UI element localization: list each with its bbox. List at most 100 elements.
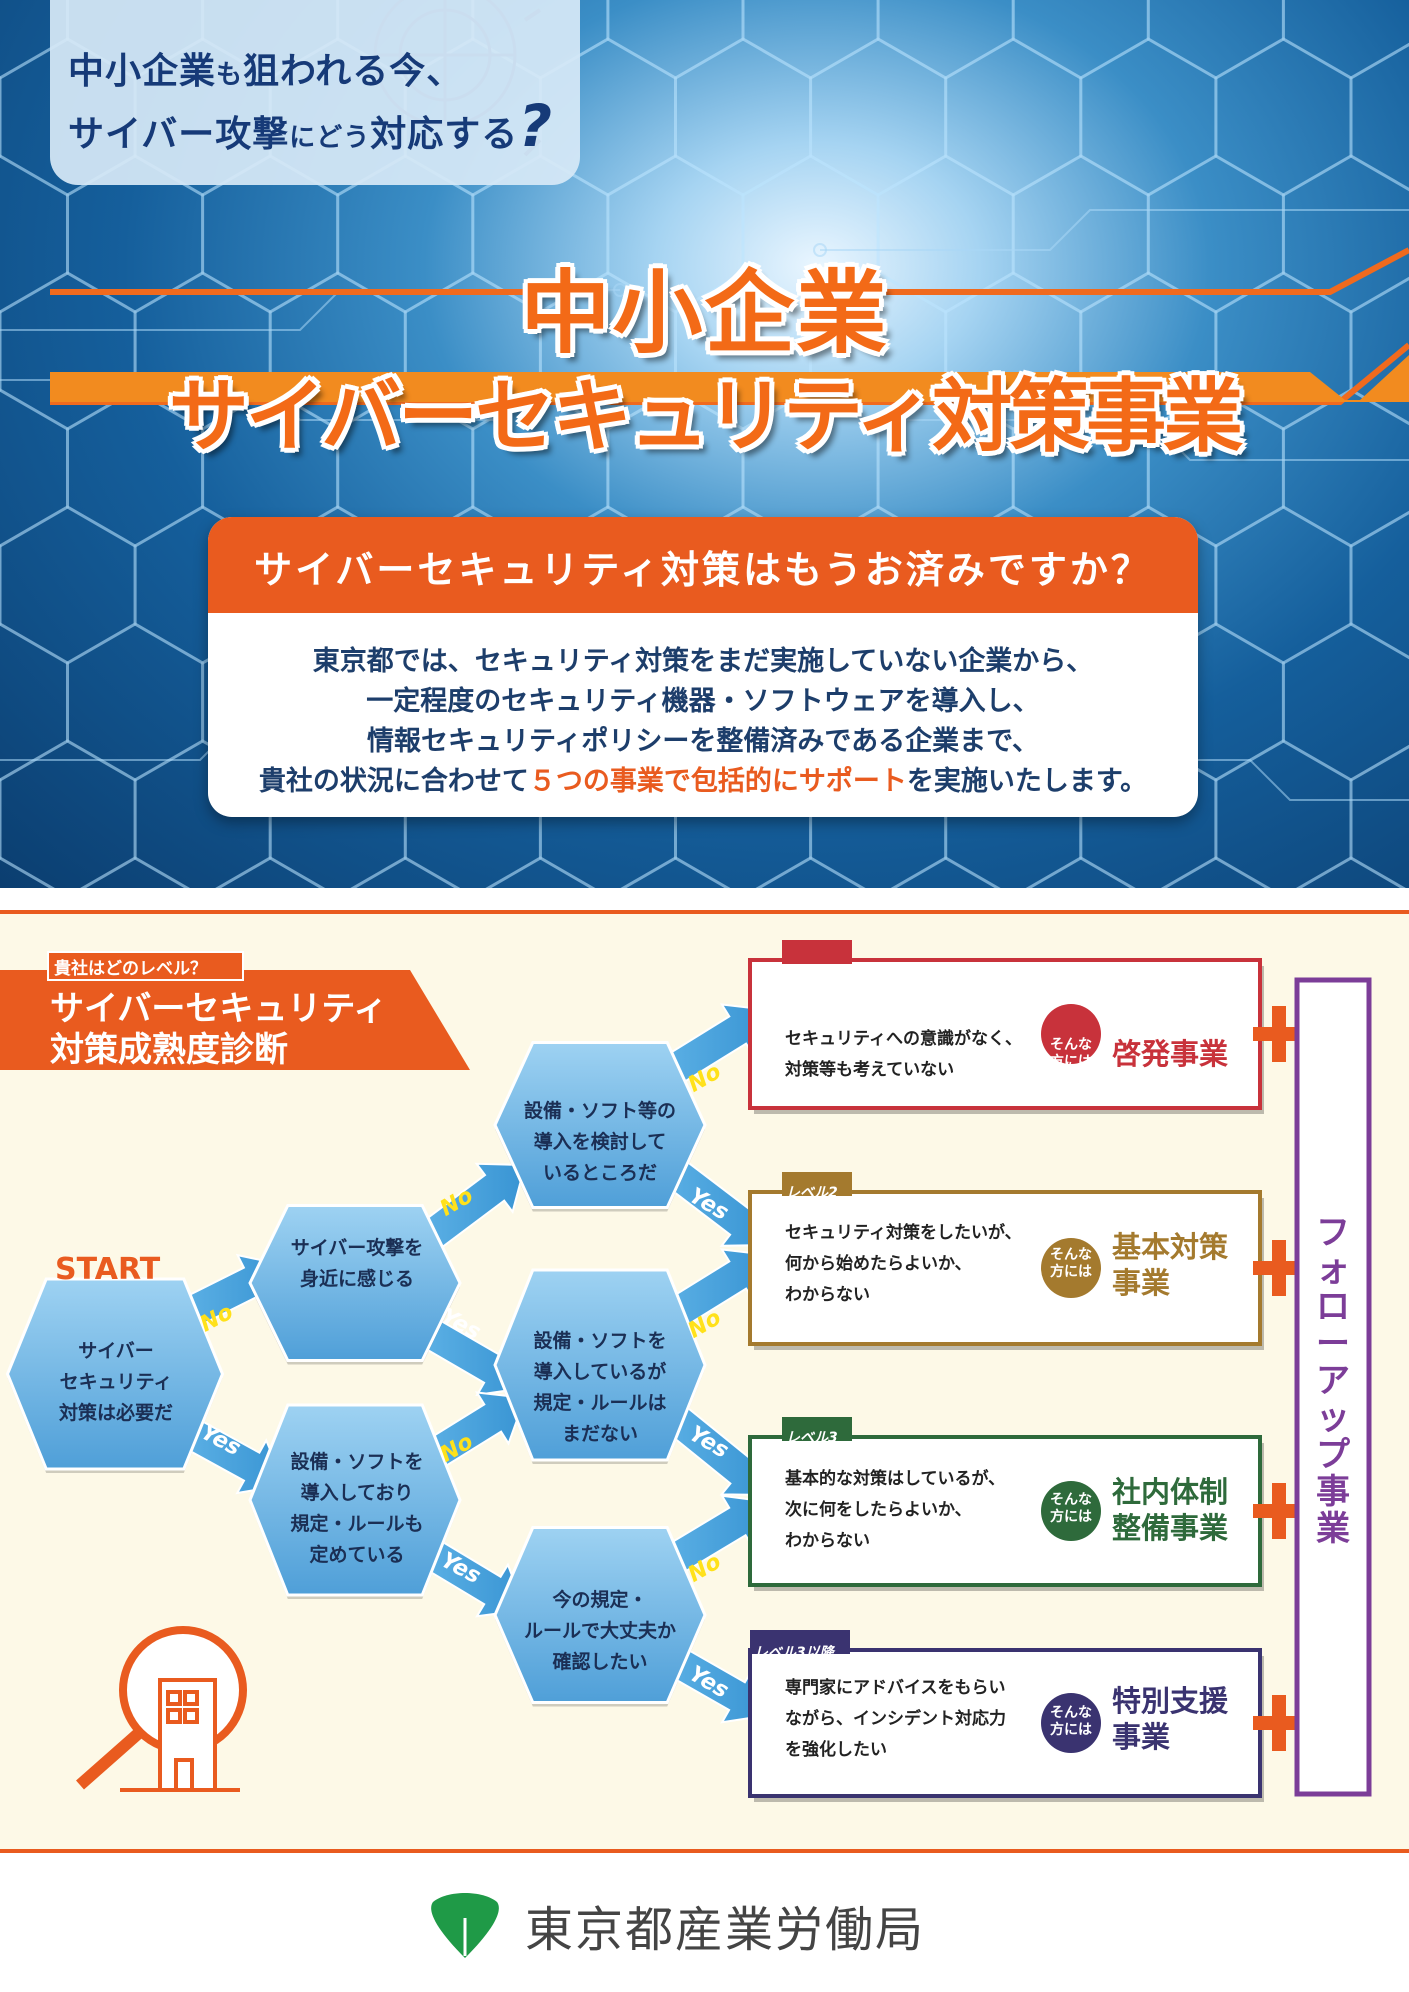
sonna-badge [1041, 1238, 1101, 1298]
level-box [748, 1648, 1262, 1798]
bg-hex [1214, 37, 1353, 197]
start-label: START [55, 1252, 161, 1287]
bg-hex [741, 154, 880, 314]
bg-hex [890, 856, 1001, 888]
intro-line: 貴社の状況に合わせて５つの事業で包括的にサポートを実施いたします。 [258, 766, 1148, 797]
level-box [748, 958, 1262, 1110]
bg-hex [0, 505, 137, 665]
intro-card-header [208, 517, 1198, 613]
diagnosis-title-line1: サイバーセキュリティ [50, 989, 388, 1029]
program-tokubetsu: 特別支援事業 [1112, 1684, 1229, 1754]
sonna-label: そんな方には [1050, 1492, 1092, 1525]
bg-hex [1214, 739, 1353, 888]
level4-desc: 専門家にアドバイスをもらいながら、インシデント対応力を強化したい [785, 1678, 1006, 1760]
sonna-badge [1041, 1004, 1101, 1064]
hex-question-e [493, 1526, 707, 1704]
level-tag-bg [782, 1172, 852, 1196]
diagnosis-title-ribbon [0, 970, 470, 1070]
intro-line: 東京都では、セキュリティ対策をまだ実施していない企業から、 [312, 646, 1094, 677]
question-b: 設備・ソフトを導入しており規定・ルールも定めている [290, 1451, 424, 1566]
bg-hex [1146, 0, 1285, 80]
level2-desc: セキュリティ対策をしたいが、何から始めたらよいか、わからない [785, 1223, 1022, 1305]
bg-hex [1281, 154, 1409, 314]
sonna-badge [1041, 1693, 1101, 1753]
footer-org: 東京都産業労働局 [525, 1902, 926, 1958]
bg-hex [1349, 744, 1409, 888]
level-box [748, 1190, 1262, 1346]
bg-hex [1349, 510, 1409, 660]
bg-hex [809, 37, 948, 197]
bg-hex [876, 154, 1015, 314]
plus-icon [1272, 1695, 1286, 1751]
hero-banner: 中小企業も狙われる今、 サイバー攻撃にどう対応する? 中小企業 サイバーセキュリ… [0, 0, 1409, 888]
bg-hex [1025, 856, 1136, 888]
question-a: サイバー攻撃を身近に感じる [290, 1237, 424, 1290]
question-start: サイバーセキュリティ対策は必要だ [58, 1340, 173, 1424]
hex-start [5, 1277, 225, 1471]
bg-hex [620, 856, 731, 888]
bg-hex [485, 856, 596, 888]
sonna-label: そんな方には [1050, 1705, 1092, 1738]
level-tag-bg [782, 940, 852, 964]
tagline-line2: サイバー攻撃にどう対応する? [68, 92, 553, 160]
intro-line: 情報セキュリティポリシーを整備済みである企業まで、 [366, 726, 1040, 757]
bg-hex [1146, 154, 1285, 314]
question-c: 設備・ソフト等の導入を検討しているところだ [523, 1100, 676, 1184]
tagline-line1: 中小企業も狙われる今、 [68, 51, 464, 92]
sonna-label: そんな方には [1050, 1037, 1092, 1070]
title-line1: 中小企業 [520, 261, 889, 366]
bg-hex [606, 154, 745, 314]
bg-hex [0, 154, 69, 314]
title-line2: サイバーセキュリティ対策事業 [168, 370, 1244, 463]
intro-card: サイバーセキュリティ対策はもうお済みですか？ 東京都では、セキュリティ対策をまだ… [208, 517, 1198, 817]
bg-hex [80, 856, 191, 888]
bg-hex [755, 856, 866, 888]
program-kihon: 基本対策事業 [1112, 1230, 1229, 1300]
bg-hex [1295, 856, 1406, 888]
sonna-badge [1041, 1481, 1101, 1541]
bg-hex [1011, 154, 1150, 314]
tagline-box [50, 0, 580, 185]
bg-hex [133, 739, 272, 888]
intro-line: 一定程度のセキュリティ機器・ソフトウェアを導入し、 [366, 686, 1040, 717]
level-tag-bg [750, 1630, 850, 1654]
bg-hex [1281, 0, 1409, 80]
plus-icon [1272, 1006, 1286, 1062]
bg-hex [66, 622, 205, 782]
level-tag-bg [782, 1417, 852, 1441]
bg-hex [215, 856, 326, 888]
magnifier-building-icon [76, 1626, 247, 1792]
bg-hex [1079, 37, 1218, 197]
hex-question-a [248, 1204, 462, 1362]
bg-hex [606, 0, 745, 80]
bg-hex [1281, 622, 1409, 782]
bg-hex [1011, 0, 1150, 80]
bg-hex [0, 622, 69, 782]
bg-hex [0, 388, 69, 548]
bg-hex [1160, 856, 1271, 888]
bg-hex [674, 37, 813, 197]
bg-hex [741, 0, 880, 80]
bg-hex [0, 856, 55, 888]
bg-hex [1214, 505, 1353, 665]
level1-desc: セキュリティへの意識がなく、対策等も考えていない [785, 1029, 1022, 1080]
followup-label: フォローアップ事業 [1316, 1213, 1350, 1549]
question-d: 設備・ソフトを導入しているが規定・ルールはまだない [533, 1330, 667, 1445]
highlight-text: ５つの事業で包括的にサポート [528, 766, 907, 797]
bg-hex [350, 856, 461, 888]
diagnosis-tag-bg [47, 951, 244, 981]
level-tag: レベル3 [786, 1430, 838, 1446]
program-keihatsu: 啓発事業 [1112, 1037, 1229, 1071]
level-tag: レベル3以降 [754, 1645, 834, 1661]
sonna-label: そんな方には [1050, 1247, 1092, 1280]
level-box [748, 1435, 1262, 1587]
followup-box [1294, 977, 1372, 1797]
level3-desc: 基本的な対策はしているが、次に何をしたらよいか、わからない [785, 1469, 1006, 1551]
intro-question: サイバーセキュリティ対策はもうお済みですか？ [254, 548, 1152, 592]
program-shanai: 社内体制整備事業 [1112, 1475, 1229, 1545]
bg-hex [876, 0, 1015, 80]
question-e: 今の規定・ルールで大丈夫か確認したい [523, 1589, 676, 1673]
level-tag: レベル1 [786, 975, 838, 991]
bg-hex [1349, 42, 1409, 192]
plus-icon [1272, 1483, 1286, 1539]
